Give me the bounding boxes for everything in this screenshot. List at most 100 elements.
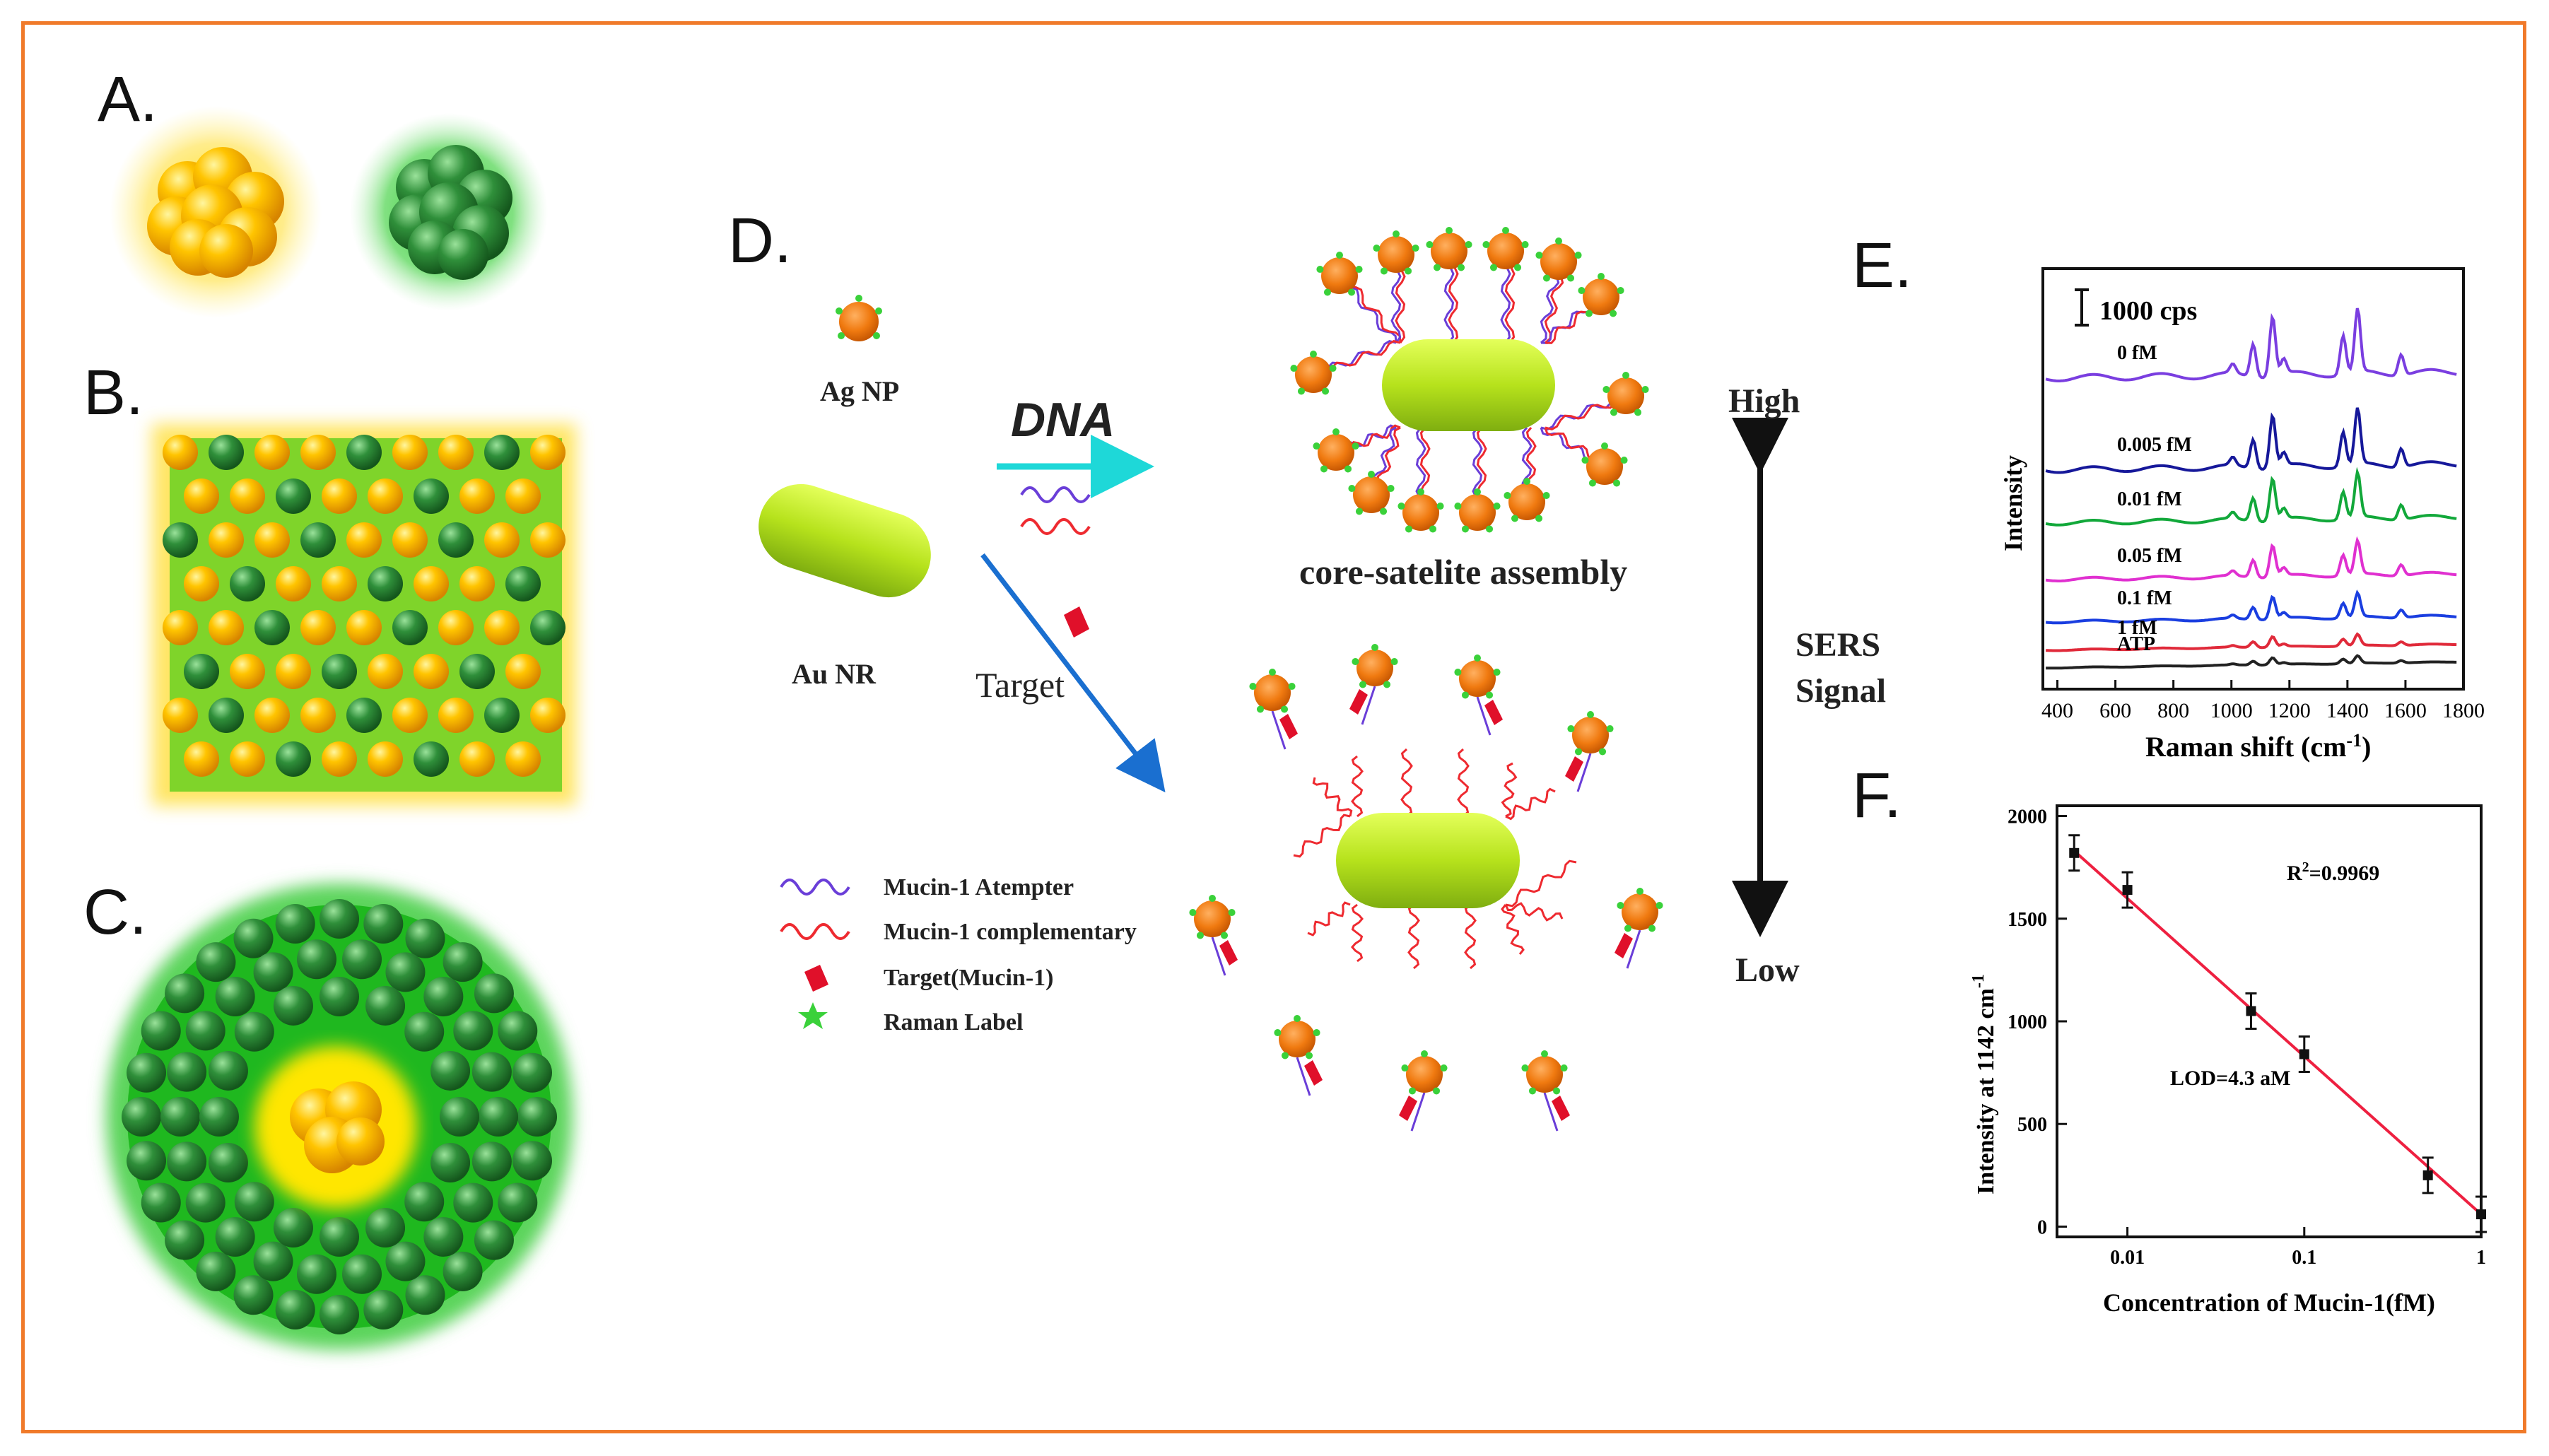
- raman-label-dot: [1489, 264, 1497, 271]
- raman-label-dot: [1274, 1029, 1282, 1037]
- low-label: Low: [1735, 951, 1800, 989]
- raman-label-dot: [1189, 909, 1197, 917]
- spectrum-line: [2045, 407, 2457, 474]
- raman-label-dot: [1493, 503, 1501, 510]
- shell-particle: [275, 1289, 315, 1329]
- raman-label-dot: [1329, 365, 1337, 372]
- lattice-particle: [163, 610, 198, 645]
- raman-label-dot: [1440, 1064, 1448, 1072]
- raman-label-dot: [1417, 488, 1424, 495]
- lattice-particle: [254, 698, 290, 733]
- aptamer-strand: [1361, 686, 1376, 725]
- series-label: 0.05 fM: [2117, 545, 2182, 567]
- high-label: High: [1728, 382, 1800, 420]
- green-cluster: [350, 113, 548, 311]
- shell-particle: [405, 918, 445, 958]
- x-tick-label: 1800: [2442, 699, 2485, 722]
- lattice-particle: [276, 654, 311, 689]
- lattice-particle: [300, 522, 336, 558]
- raman-label-dot: [1504, 492, 1511, 500]
- y-tick-label: 1500: [2008, 909, 2047, 931]
- ag-nanoparticle: [1583, 278, 1619, 315]
- ag-nanoparticle: [1607, 377, 1644, 414]
- raman-label-dot: [1620, 457, 1628, 464]
- legend-complementary-label: Mucin-1 complementary: [884, 919, 1137, 945]
- shell-particle: [160, 1097, 200, 1137]
- panel-label-b: B.: [83, 358, 144, 428]
- lattice-particle: [414, 741, 449, 777]
- spectrum-line: [2046, 654, 2457, 670]
- raman-label-dot: [1588, 479, 1596, 487]
- raman-label-dot: [1306, 1052, 1313, 1059]
- raman-label-dot: [1433, 1087, 1441, 1095]
- lattice-particle: [459, 741, 495, 777]
- x-tick-label: 1200: [2268, 699, 2311, 722]
- dispersed-assembly: [1189, 644, 1663, 1132]
- panel-label-a: A.: [98, 64, 158, 135]
- figure-frame: [21, 21, 2526, 1433]
- raman-label-dot: [1352, 658, 1359, 666]
- ag-nanoparticle: [1279, 1021, 1315, 1057]
- lattice-particle: [300, 435, 336, 470]
- raman-label-dot: [1348, 288, 1356, 296]
- target-mucin: [1615, 933, 1633, 958]
- shell-particle: [512, 1141, 552, 1181]
- dna-strand: [1407, 903, 1420, 970]
- lattice-particle: [368, 479, 403, 514]
- raman-label-dot: [1636, 888, 1643, 895]
- shell-particle: [365, 1208, 406, 1248]
- lattice-particle: [230, 741, 265, 777]
- raman-label-dot: [1397, 503, 1405, 510]
- lattice-particle: [184, 741, 219, 777]
- target-label: Target: [975, 665, 1065, 705]
- raman-label-dot: [1344, 465, 1352, 473]
- raman-label-dot: [1322, 387, 1330, 395]
- shell-particle: [405, 1275, 445, 1315]
- raman-label-dot: [1332, 428, 1340, 435]
- raman-label-dot: [1373, 245, 1381, 252]
- dna-strand: [1464, 903, 1477, 970]
- raman-label-dot: [1601, 442, 1608, 450]
- shell-particle: [342, 1254, 382, 1294]
- ag-nanoparticle: [1540, 243, 1577, 280]
- raman-label-dot: [1421, 1050, 1428, 1057]
- lattice-particle: [484, 522, 520, 558]
- shell-particle: [273, 985, 313, 1026]
- dna-strand: [1505, 787, 1556, 821]
- raman-label-dot: [1528, 1087, 1536, 1095]
- legend-raman-label: Raman Label: [884, 1009, 1024, 1035]
- target-arrow: [980, 553, 1166, 793]
- superlattice-square: [152, 424, 576, 806]
- raman-label-dot: [1465, 241, 1472, 249]
- raman-label-dot: [1587, 711, 1594, 718]
- dna-strand: [1504, 902, 1564, 922]
- shell-particle: [320, 977, 359, 1016]
- panel-label-c: C.: [83, 877, 147, 948]
- signal-label: Signal: [1795, 672, 1887, 710]
- shell-particle: [320, 1217, 359, 1257]
- shell-particle: [185, 1011, 225, 1051]
- dna-label: DNA: [1011, 393, 1115, 447]
- raman-label-dot: [1256, 705, 1264, 713]
- raman-label-dot: [1523, 478, 1530, 485]
- dna-strand: [1501, 904, 1525, 955]
- lattice-particle: [392, 610, 428, 645]
- raman-label-dot: [1461, 691, 1469, 699]
- legend-aptamer-icon: [780, 879, 850, 896]
- data-point: [2069, 847, 2080, 858]
- lattice-particle: [300, 610, 336, 645]
- lattice-particle: [346, 610, 382, 645]
- shell-particle: [253, 1241, 293, 1281]
- raman-label-dot: [1454, 669, 1462, 676]
- lattice-particle: [505, 566, 541, 601]
- core-shell-sphere: [106, 883, 573, 1350]
- ag-nanoparticle: [1194, 900, 1231, 937]
- shell-particle: [440, 1097, 479, 1137]
- raman-label-dot: [1598, 273, 1605, 280]
- ag-nanoparticle: [1254, 674, 1291, 711]
- raman-label-dot: [1474, 488, 1481, 495]
- raman-label-dot: [1290, 365, 1298, 372]
- shell-particle: [423, 1217, 464, 1257]
- raman-label-dot: [1535, 252, 1543, 259]
